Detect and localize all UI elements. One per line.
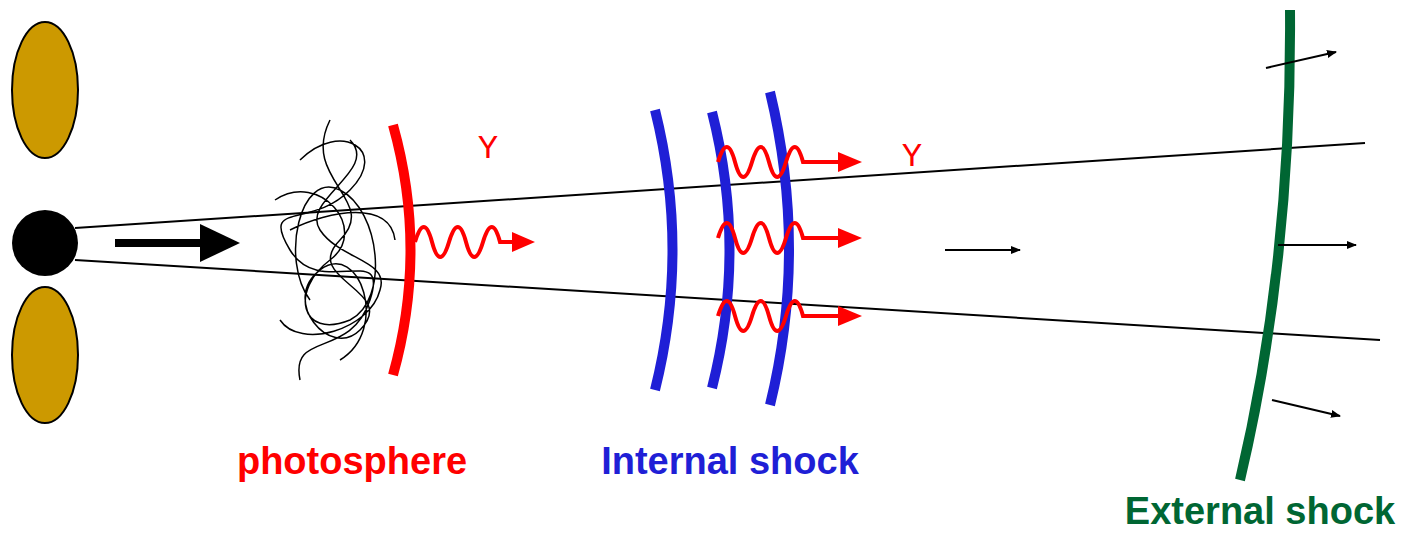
photon-wave bbox=[415, 227, 515, 257]
photon-arrowhead bbox=[512, 232, 535, 252]
accretion-disk bbox=[12, 22, 78, 158]
gamma-label: Y bbox=[902, 138, 922, 177]
shock-arc bbox=[655, 110, 673, 390]
outflow-arrowhead bbox=[200, 224, 240, 262]
expansion-arrow bbox=[1272, 400, 1340, 416]
expansion-arrow bbox=[1278, 244, 1356, 246]
photosphere-arc bbox=[393, 125, 411, 375]
flow-arrow bbox=[945, 249, 1020, 251]
region-label: External shock bbox=[1125, 490, 1395, 534]
accretion-disk bbox=[12, 287, 78, 423]
tangled-scribble bbox=[275, 120, 395, 380]
region-label: Internal shock bbox=[601, 440, 859, 484]
central-engine bbox=[12, 210, 78, 276]
photon-waves bbox=[718, 147, 840, 331]
region-label: photosphere bbox=[237, 440, 467, 484]
outflow-arrow bbox=[115, 239, 205, 247]
gamma-label: Y bbox=[478, 130, 498, 169]
photon-arrowheads bbox=[838, 152, 862, 326]
jet-edge bbox=[75, 143, 1365, 228]
expansion-arrow bbox=[1266, 52, 1336, 68]
